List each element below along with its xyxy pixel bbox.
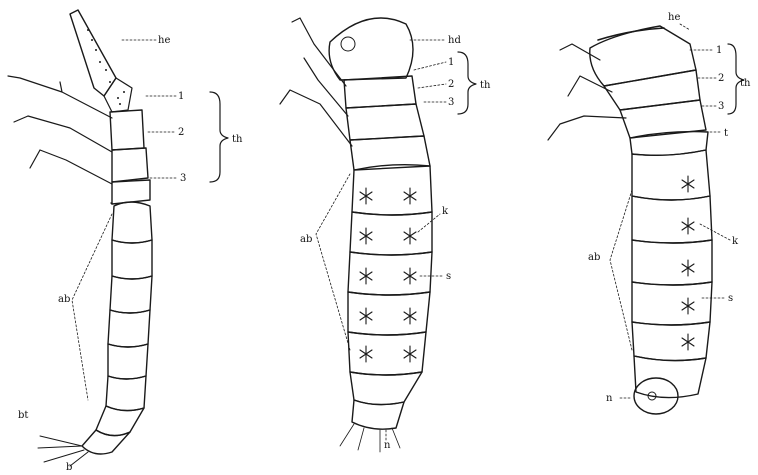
label-seg3-left: 3 bbox=[180, 173, 186, 184]
label-abdomen-right: ab bbox=[588, 252, 600, 263]
label-thorax-right: th bbox=[740, 78, 751, 89]
label-seg2-left: 2 bbox=[178, 127, 184, 138]
label-t-right: t bbox=[724, 128, 728, 139]
label-seg3-right: 3 bbox=[718, 101, 724, 112]
label-head-left: he bbox=[158, 35, 170, 46]
label-thorax-left: th bbox=[232, 134, 243, 145]
label-s-middle: s bbox=[446, 271, 451, 282]
label-seg2-right: 2 bbox=[718, 73, 724, 84]
label-seg3-middle: 3 bbox=[448, 97, 454, 108]
label-n-middle: n bbox=[384, 440, 391, 451]
label-head-middle: hd bbox=[448, 35, 461, 46]
label-seg1-right: 1 bbox=[716, 45, 722, 56]
label-seg2-middle: 2 bbox=[448, 79, 454, 90]
larva-figure-right bbox=[548, 24, 744, 414]
label-s-right: s bbox=[728, 293, 733, 304]
label-tail-left: b bbox=[66, 462, 72, 473]
label-seg1-middle: 1 bbox=[448, 57, 454, 68]
label-n-right: n bbox=[606, 393, 613, 404]
label-abdomen-middle: ab bbox=[300, 234, 312, 245]
label-tail-other-left: bt bbox=[18, 410, 28, 421]
label-seg1-left: 1 bbox=[178, 91, 184, 102]
label-k-right: k bbox=[732, 236, 739, 247]
label-head-right: he bbox=[668, 12, 680, 23]
label-k-middle: k bbox=[442, 206, 449, 217]
label-abdomen-left: ab bbox=[58, 294, 70, 305]
larva-figure-left bbox=[8, 10, 228, 466]
label-thorax-middle: th bbox=[480, 80, 491, 91]
